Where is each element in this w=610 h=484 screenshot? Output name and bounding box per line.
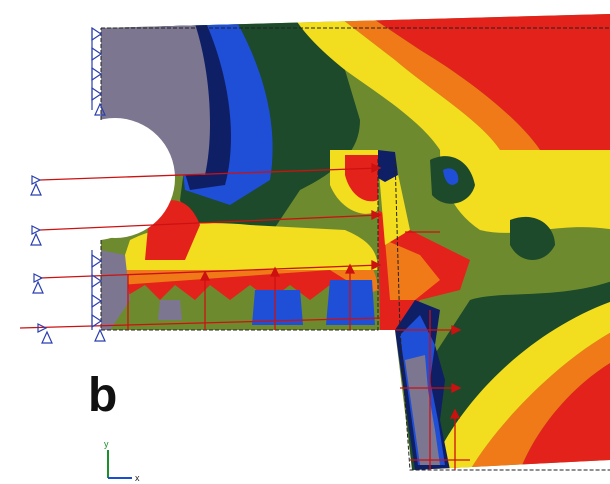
orange-zone-top-right (330, 14, 540, 150)
red-zone-top-right (360, 14, 610, 150)
blue-island (443, 168, 459, 185)
red-zone-bottom-right (520, 360, 610, 470)
bottom-blue-cells (252, 280, 375, 325)
panel-label: b (88, 369, 118, 422)
constraint-symbols (30, 26, 106, 344)
dark-green-islands (430, 156, 555, 260)
lower-edge-grey (405, 355, 440, 465)
bottom-grey-cells (101, 250, 368, 330)
lower-body-contours (378, 150, 610, 470)
yellow-band-mid-right (440, 150, 610, 233)
load-arrows (19, 162, 470, 470)
upper-body-contours (101, 14, 610, 330)
orange-zone-bottom-right (470, 330, 610, 470)
yellow-band-bottom-right (430, 300, 610, 470)
triad-x-label: x (135, 473, 140, 483)
yellow-band-top (290, 14, 500, 150)
slot-tip-navy (378, 150, 398, 182)
triad-y-label: y (104, 439, 109, 449)
slot-tip-red (345, 155, 378, 202)
dark-green-mid-right (405, 280, 610, 470)
coordinate-triad: y x (104, 439, 140, 483)
